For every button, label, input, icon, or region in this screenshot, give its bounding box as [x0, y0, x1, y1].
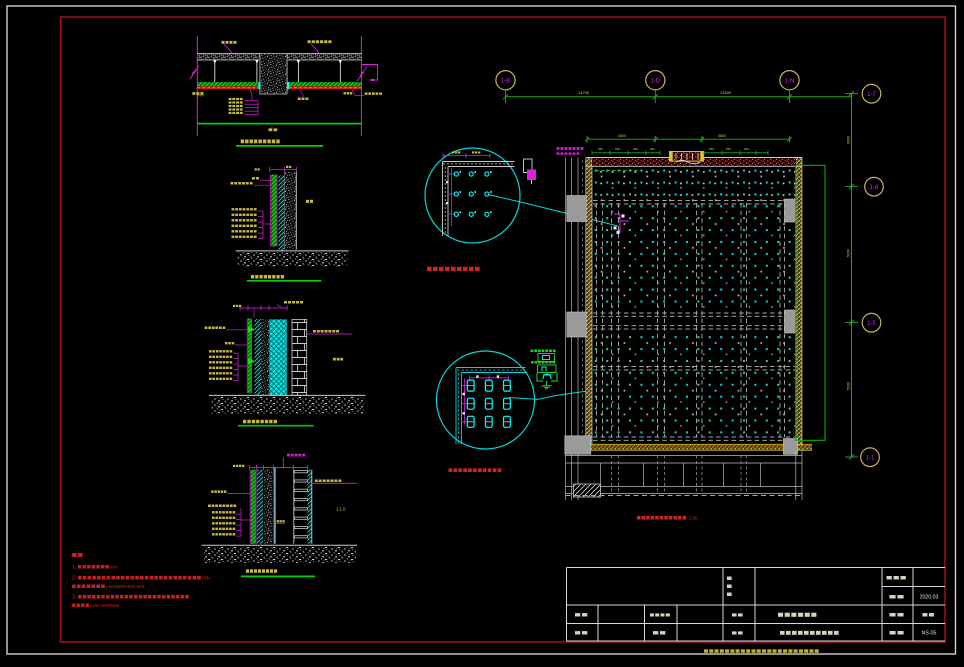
svg-text:1-D: 1-D [650, 79, 660, 85]
svg-text:650: 650 [633, 147, 638, 151]
svg-text:650: 650 [615, 147, 620, 151]
svg-text:3600: 3600 [847, 136, 851, 144]
svg-text:1-5: 1-5 [867, 321, 876, 327]
svg-text:LxW.xW50x50: LxW.xW50x50 [90, 603, 120, 608]
svg-text:1-1: 1-1 [866, 456, 875, 462]
svg-text:650: 650 [598, 147, 603, 151]
svg-text:09k-: 09k- [202, 576, 211, 581]
svg-text:13400: 13400 [720, 90, 732, 95]
svg-text:1-N: 1-N [785, 79, 795, 85]
svg-text:2.: 2. [72, 576, 76, 582]
svg-text:5800: 5800 [718, 134, 726, 138]
svg-text:4500: 4500 [618, 134, 626, 138]
svg-text:1.: 1. [72, 565, 76, 571]
svg-text:5200: 5200 [847, 382, 851, 390]
svg-text:1:50: 1:50 [689, 516, 698, 521]
svg-text:14700: 14700 [578, 90, 590, 95]
svg-text:5200: 5200 [847, 249, 851, 257]
svg-text:1:1.5: 1:1.5 [336, 507, 346, 512]
svg-text:1-B: 1-B [501, 79, 510, 85]
svg-text:1-7: 1-7 [867, 92, 876, 98]
svg-text:650: 650 [650, 147, 655, 151]
svg-text:650: 650 [709, 147, 714, 151]
svg-text:1-6: 1-6 [870, 185, 879, 191]
svg-text:650: 650 [744, 147, 749, 151]
svg-text:3.: 3. [72, 595, 76, 601]
svg-text:650: 650 [726, 147, 731, 151]
svg-text:2020.03: 2020.03 [920, 594, 939, 600]
svg-text:NS-05: NS-05 [922, 630, 937, 636]
svg-text:L60xW50x50(H20): L60xW50x50(H20) [106, 584, 145, 589]
svg-text:mm: mm [110, 565, 118, 570]
